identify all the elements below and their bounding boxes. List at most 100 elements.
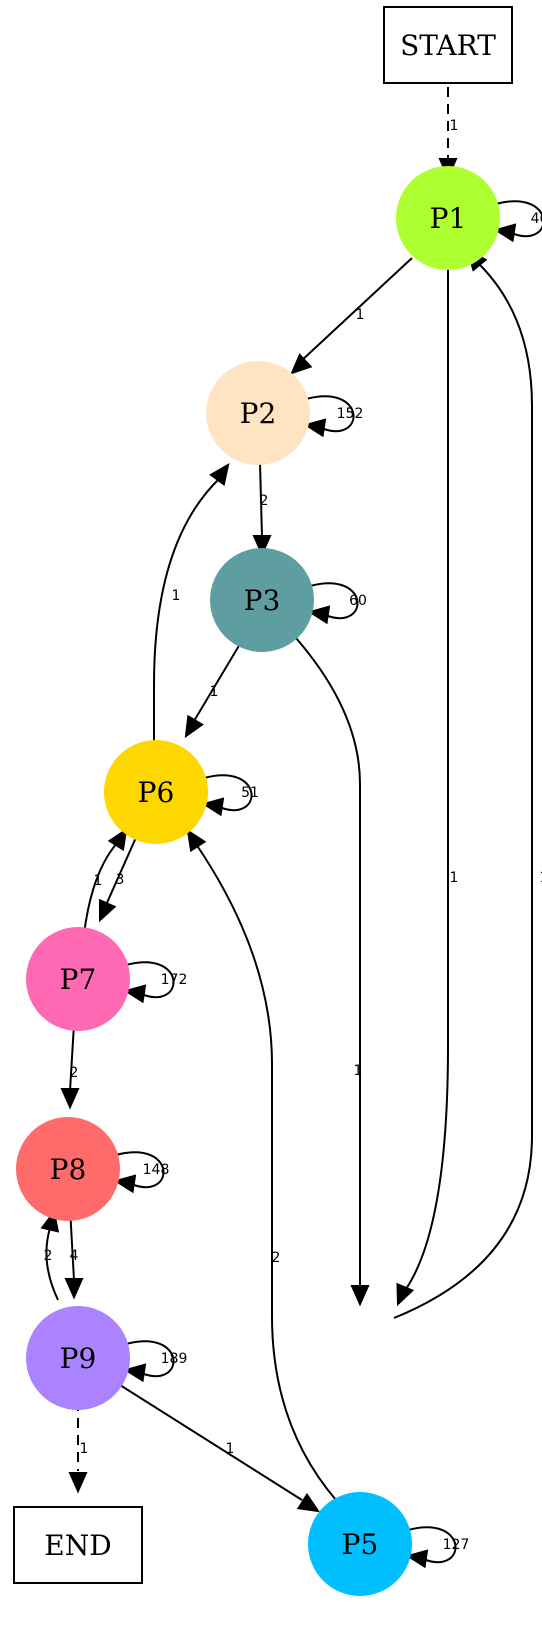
edge-label: 127 bbox=[443, 1537, 470, 1553]
edge-p9-p9: 189 bbox=[123, 1340, 188, 1383]
edge-p3-p3: 60 bbox=[307, 582, 367, 625]
self-loop-line bbox=[495, 200, 542, 237]
edge-line bbox=[193, 643, 241, 722]
edge-p2-p2: 152 bbox=[303, 395, 364, 438]
edge-label: 60 bbox=[349, 593, 367, 609]
arrowhead-icon bbox=[186, 828, 207, 853]
node-p6: P6 bbox=[104, 740, 208, 844]
edge-label: 466 bbox=[531, 211, 542, 227]
edge-label: 152 bbox=[337, 406, 364, 422]
edge-p7-p7: 172 bbox=[123, 961, 188, 1004]
edge-p2-p3: 2 bbox=[252, 462, 272, 557]
self-loop-line bbox=[305, 395, 355, 432]
node-label: END bbox=[44, 1529, 111, 1562]
edge-p9-p5: 1 bbox=[119, 1384, 321, 1513]
edge-label: 1 bbox=[356, 307, 365, 323]
edge-label: 2 bbox=[272, 1250, 281, 1266]
edge-line bbox=[299, 257, 413, 363]
node-box bbox=[13, 1506, 143, 1584]
node-circle bbox=[26, 1306, 130, 1410]
node-end: END bbox=[13, 1506, 143, 1584]
edge-line bbox=[105, 832, 139, 906]
node-label: P9 bbox=[60, 1342, 97, 1375]
arrowhead-icon bbox=[184, 714, 204, 739]
self-loop-line bbox=[407, 1526, 457, 1563]
self-loop-line bbox=[203, 774, 253, 811]
node-label: P2 bbox=[240, 397, 277, 430]
node-label: START bbox=[400, 29, 496, 62]
arrowhead-icon bbox=[64, 1278, 84, 1300]
arrowhead-icon bbox=[396, 1282, 415, 1307]
arrowhead-icon bbox=[107, 827, 128, 852]
arrowhead-icon bbox=[296, 1492, 321, 1513]
edge-p5-p6: 2 bbox=[186, 828, 337, 1501]
node-circle bbox=[104, 740, 208, 844]
arrowhead-icon bbox=[252, 535, 272, 557]
edge-label: 1 bbox=[540, 870, 542, 886]
edge-p9-p8: 2 bbox=[40, 1209, 60, 1301]
arrowhead-icon bbox=[113, 1174, 137, 1194]
node-label: P3 bbox=[244, 584, 281, 617]
node-label: P6 bbox=[138, 776, 175, 809]
self-loop-line bbox=[309, 582, 359, 619]
edges-layer: 14661111522601115131172214842189112127 bbox=[40, 87, 542, 1569]
edge-p6-p6: 51 bbox=[201, 774, 259, 817]
edge-label: 3 bbox=[116, 872, 125, 888]
edge-label: 1 bbox=[450, 870, 459, 886]
edge-label: 172 bbox=[161, 972, 188, 988]
edge-label: 1 bbox=[80, 1441, 89, 1457]
edge-p1-p2: 1 bbox=[290, 257, 413, 375]
arrowhead-icon bbox=[209, 463, 230, 486]
node-circle bbox=[206, 361, 310, 465]
edge-p3-p5: 1 bbox=[295, 637, 370, 1307]
edge-label: 1 bbox=[226, 1441, 235, 1457]
edge-line bbox=[405, 263, 449, 1290]
edge-label: 1 bbox=[354, 1063, 363, 1079]
node-box bbox=[383, 6, 513, 84]
edge-label: 1 bbox=[210, 684, 219, 700]
edge-p5-p5: 127 bbox=[405, 1526, 470, 1569]
edge-p1-p5: 1 bbox=[396, 263, 459, 1307]
edge-label: 189 bbox=[161, 1351, 188, 1367]
edge-label: 148 bbox=[143, 1162, 170, 1178]
node-circle bbox=[26, 927, 130, 1031]
node-circle bbox=[308, 1492, 412, 1596]
arrowhead-icon bbox=[123, 984, 147, 1004]
edge-label: 4 bbox=[70, 1248, 79, 1264]
node-p1: P1 bbox=[396, 166, 500, 270]
edge-label: 1 bbox=[94, 873, 103, 889]
edge-label: 1 bbox=[450, 118, 459, 134]
arrowhead-icon bbox=[123, 1363, 147, 1383]
edge-line bbox=[195, 843, 337, 1501]
edge-p9-end: 1 bbox=[68, 1401, 89, 1494]
node-p2: P2 bbox=[206, 361, 310, 465]
node-label: P8 bbox=[50, 1153, 87, 1186]
node-circle bbox=[396, 166, 500, 270]
node-p8: P8 bbox=[16, 1117, 120, 1221]
edge-label: 2 bbox=[44, 1248, 53, 1264]
node-label: P1 bbox=[430, 202, 467, 235]
edge-p8-p8: 148 bbox=[113, 1151, 170, 1194]
node-p5: P5 bbox=[308, 1492, 412, 1596]
node-label: P5 bbox=[342, 1528, 379, 1561]
edge-label: 51 bbox=[241, 785, 259, 801]
edge-p6-p7: 3 bbox=[98, 832, 139, 923]
edge-line bbox=[295, 637, 361, 1288]
node-p9: P9 bbox=[26, 1306, 130, 1410]
arrowhead-icon bbox=[68, 1472, 88, 1494]
edge-p6-p2: 1 bbox=[153, 463, 230, 763]
arrowhead-icon bbox=[405, 1549, 429, 1569]
edge-p1-p1: 466 bbox=[493, 200, 542, 243]
self-loop-line bbox=[115, 1151, 165, 1188]
edge-p3-p6: 1 bbox=[184, 643, 241, 739]
arrowhead-icon bbox=[98, 898, 117, 923]
edge-p8-p9: 4 bbox=[64, 1207, 84, 1300]
self-loop-line bbox=[125, 1340, 175, 1377]
edge-label: 1 bbox=[172, 588, 181, 604]
arrowhead-icon bbox=[60, 1088, 80, 1110]
arrowhead-icon bbox=[307, 605, 331, 625]
edge-line bbox=[83, 841, 119, 935]
node-circle bbox=[16, 1117, 120, 1221]
node-p7: P7 bbox=[26, 927, 130, 1031]
